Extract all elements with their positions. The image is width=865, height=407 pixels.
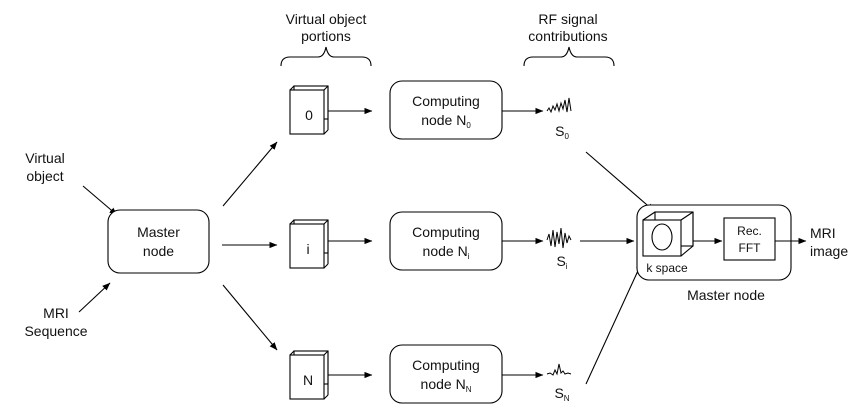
portion-cube-n: N <box>289 350 329 400</box>
computing-node-i-line1: Computing <box>412 224 480 240</box>
mri-sequence-arrow <box>78 282 111 313</box>
computing-node-i-line2: node Ni <box>423 243 470 261</box>
reconstruction-master-node: k space Rec. FFT <box>636 204 792 281</box>
virtual-object-arrow <box>82 185 118 216</box>
computing-node-n: Computing node NN <box>389 344 503 404</box>
fanout-arrow-0 <box>222 141 278 207</box>
master-node-box: Master node <box>107 209 210 274</box>
rf-signal-wave-0 <box>546 97 572 114</box>
rec-fft-box: Rec. FFT <box>723 217 776 261</box>
computing-node-n-line1: Computing <box>412 357 480 373</box>
portions-header-line1: Virtual object <box>286 11 367 27</box>
mri-image-label-line2: image <box>810 243 848 259</box>
rec-fft-label-line2: FFT <box>739 241 762 255</box>
mri-sequence-label-line1: MRI <box>43 305 69 321</box>
fanout-arrow-n <box>222 284 278 351</box>
signal-label-0: S0 <box>555 123 569 141</box>
master-node-label-line1: Master <box>137 224 180 240</box>
master-node-label-line2: node <box>143 243 174 259</box>
portion-label-0: 0 <box>305 107 313 123</box>
signal-label-n: SN <box>554 385 569 403</box>
kspace-cube <box>642 211 694 257</box>
portions-brace <box>280 46 372 67</box>
mri-sequence-label-line2: Sequence <box>24 323 87 339</box>
computing-node-0: Computing node N0 <box>389 80 503 140</box>
rf-brace <box>523 46 615 67</box>
master-node-caption: Master node <box>687 287 765 303</box>
rf-signal-wave-n <box>546 363 572 376</box>
portion-cube-0: 0 <box>289 85 329 135</box>
rf-header-line2: contributions <box>528 28 607 44</box>
portions-header-line2: portions <box>301 28 351 44</box>
kspace-circle-icon <box>651 223 673 251</box>
portion-cube-i: i <box>289 219 329 269</box>
rf-signal-wave-i <box>546 227 572 249</box>
kspace-label: k space <box>646 261 688 275</box>
computing-node-n-line2: node NN <box>421 376 472 394</box>
portion-label-n: N <box>303 372 313 388</box>
mri-image-label-line1: MRI <box>810 225 836 241</box>
rf-header-line1: RF signal <box>538 11 597 27</box>
signal-label-i: Si <box>556 253 567 271</box>
virtual-object-label-line1: Virtual <box>25 150 64 166</box>
rec-fft-label-line1: Rec. <box>737 224 762 238</box>
computing-node-0-line1: Computing <box>412 93 480 109</box>
computing-node-0-line2: node N0 <box>421 112 471 130</box>
signal-to-master-arrow-n <box>585 261 643 385</box>
virtual-object-label-line2: object <box>26 168 63 184</box>
portion-label-i: i <box>306 241 309 257</box>
signal-to-master-arrow-0 <box>585 151 655 212</box>
computing-node-i: Computing node Ni <box>389 211 503 271</box>
